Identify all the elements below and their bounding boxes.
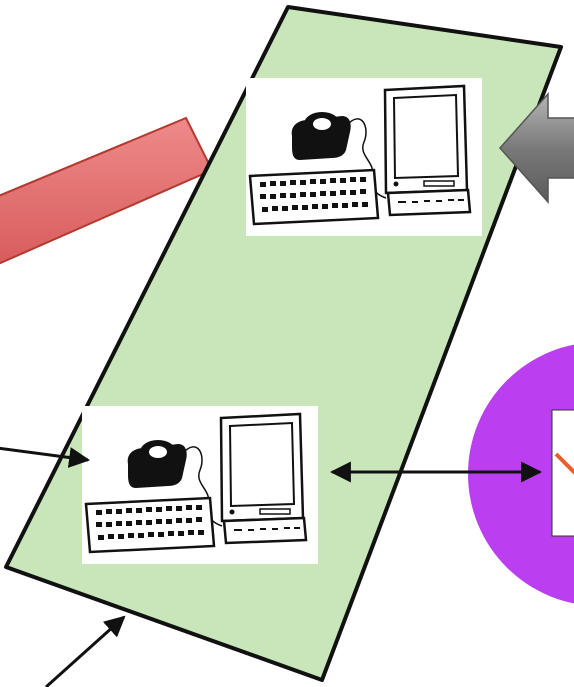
bottom-pointer-arrow: [44, 615, 126, 687]
computer-workstation-icon: [244, 76, 484, 238]
incoming-arrow: [0, 446, 91, 468]
computer-workstation-icon: [80, 404, 320, 566]
purple-circle-node: [468, 344, 574, 604]
left-pointing-block-arrow-icon: [498, 92, 574, 204]
orange-line: [554, 452, 574, 475]
